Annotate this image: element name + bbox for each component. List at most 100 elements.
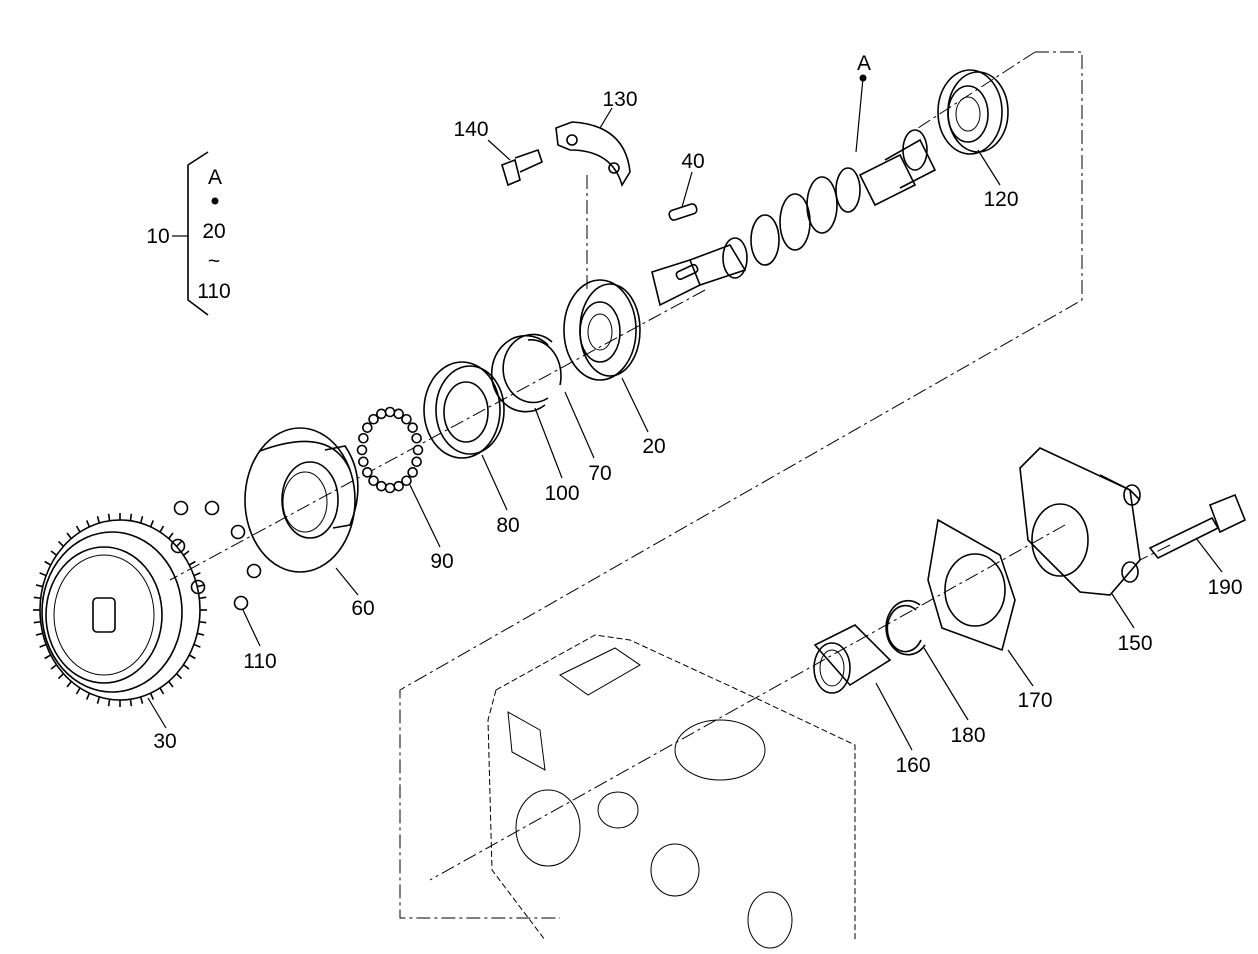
gear-tooth — [159, 687, 165, 695]
group-label-range: ~ — [208, 250, 220, 273]
bolt-190 — [1148, 493, 1247, 560]
bearing-20 — [563, 279, 641, 381]
gear-tooth — [182, 550, 190, 556]
ball — [362, 422, 373, 433]
gear-tooth — [149, 520, 155, 528]
ball — [376, 480, 387, 492]
label-160: 160 — [895, 754, 930, 777]
label-130: 130 — [602, 88, 637, 111]
gear-tooth — [107, 513, 111, 521]
ball — [368, 475, 379, 487]
gear-tooth — [50, 664, 58, 670]
gear-tooth — [57, 673, 64, 680]
gear-tooth — [193, 572, 201, 577]
gear-tooth — [168, 680, 174, 688]
gear-tooth — [188, 560, 196, 566]
bearing-120 — [937, 69, 1009, 155]
housing-150 — [1019, 447, 1141, 596]
snap-rings-70-100 — [490, 333, 562, 413]
label-60: 60 — [351, 597, 374, 620]
label-120: 120 — [983, 188, 1018, 211]
gear-tooth — [139, 516, 144, 524]
label-70: 70 — [588, 462, 611, 485]
gear-tooth — [199, 596, 207, 600]
label-140: 140 — [453, 118, 488, 141]
bush-160 — [813, 624, 892, 694]
ball — [384, 406, 396, 418]
ball — [356, 444, 368, 456]
gear-tooth — [66, 680, 72, 688]
hub-60 — [244, 427, 359, 573]
group-a-dot — [211, 197, 219, 205]
label-100: 100 — [544, 482, 579, 505]
gear-tooth — [44, 654, 52, 660]
gear-tooth — [149, 692, 155, 700]
label-90: 90 — [430, 550, 453, 573]
gear-tooth — [85, 692, 91, 700]
ball — [411, 456, 422, 468]
seal-80 — [423, 361, 505, 459]
gear-tooth — [96, 516, 101, 524]
group-label-from: 20 — [202, 220, 225, 243]
gear-30 — [33, 513, 207, 707]
gear-tooth — [182, 664, 190, 670]
ball — [358, 432, 369, 444]
gear-tooth — [33, 620, 41, 624]
ball — [411, 432, 422, 444]
leader-lines — [147, 77, 1223, 751]
gear-tooth — [188, 654, 196, 660]
crankcase-block — [487, 634, 856, 949]
group-bracket — [172, 151, 219, 316]
gear-tooth — [96, 696, 101, 704]
label-170: 170 — [1017, 689, 1052, 712]
snap-ring-180 — [885, 599, 926, 656]
ball — [407, 467, 418, 478]
bolt-140 — [501, 148, 543, 187]
ball — [393, 480, 404, 492]
gear-tooth — [199, 620, 207, 624]
gear-tooth — [44, 560, 52, 566]
gear-tooth — [66, 532, 72, 540]
gear-tooth — [85, 520, 91, 528]
label-40: 40 — [681, 150, 704, 173]
gear-tooth — [35, 632, 43, 636]
camshaft — [651, 129, 937, 307]
ball — [401, 413, 412, 425]
gear-tooth — [35, 584, 43, 588]
label-190: 190 — [1207, 576, 1242, 599]
guide-lines — [169, 51, 1171, 919]
key-40 — [668, 203, 698, 221]
gear-tooth — [50, 550, 58, 556]
part-labels: A 10 20 ~ 110 A 120 40 130 140 20 70 100… — [146, 52, 1242, 777]
label-150: 150 — [1117, 632, 1152, 655]
gear-tooth — [39, 572, 47, 577]
gear-tooth — [197, 632, 205, 636]
label-20: 20 — [642, 435, 665, 458]
ball — [362, 467, 373, 478]
gear-tooth — [159, 525, 165, 533]
ball — [407, 422, 418, 433]
gear-tooth — [139, 696, 144, 704]
gear-tooth — [75, 525, 81, 533]
ball — [368, 413, 379, 425]
gear-tooth — [176, 540, 183, 547]
label-110: 110 — [243, 650, 276, 673]
gear-tooth — [168, 532, 174, 540]
gear-tooth — [129, 699, 133, 707]
gear-tooth — [176, 673, 183, 680]
ball — [376, 408, 387, 420]
ball — [393, 408, 404, 420]
ball — [358, 456, 369, 468]
group-label-a: A — [208, 166, 222, 189]
gear-tooth — [33, 596, 41, 600]
gear-tooth — [197, 584, 205, 588]
pins-110 — [170, 500, 262, 611]
gear-tooth — [129, 513, 133, 521]
ball — [401, 475, 412, 487]
label-30: 30 — [153, 730, 176, 753]
plate-130 — [555, 121, 631, 187]
label-180: 180 — [950, 724, 985, 747]
group-label-10: 10 — [146, 225, 169, 248]
